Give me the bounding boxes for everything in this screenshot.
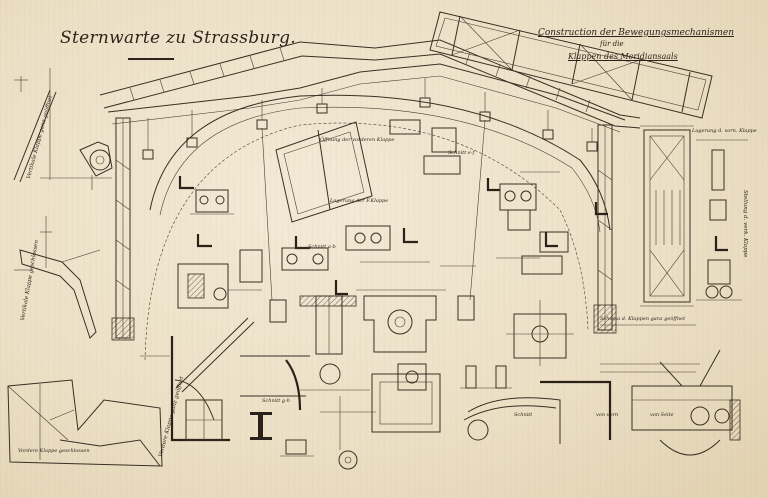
central-mechanisms [177,119,608,433]
subtitle-line-2: für die [600,40,624,48]
i-beam-section [250,396,376,470]
right-detail-column [696,139,748,301]
dimension-lines [140,171,560,391]
counterweights [142,78,598,160]
label-section-gh: Schnitt g-h [262,398,290,404]
roof-truss [99,39,641,361]
subtitle-line-1: Construction der Bewegungsmechanismen [538,28,735,38]
sheet-title: Sternwarte zu Strassburg. [60,28,296,48]
label-section-ab: Schnitt a-b [308,244,336,250]
label-front-view: von vorn [596,412,619,418]
label-scale-note: Schema d. Klappen ganz geöffnet [600,316,686,322]
label-front-closed: Vordere Klappe geschlossen [18,448,90,454]
label-front-view-side: von Seite [650,412,674,418]
label-section-bottom: Schnitt [514,412,533,418]
subtitle-line-3: Klappen des Meridiansaals [568,52,678,61]
left-details [7,68,163,467]
label-bearing-front: Lagerung der F.Klappe [330,198,389,204]
label-right-vertical: Stellung d. verk. Klappe [742,190,748,258]
hatch-panel-right [600,125,696,326]
label-bearing-front-small: Lagerung d. vorn. Klappe [692,128,757,134]
label-opening-front: Öffnung der vorderen Klappe [320,137,395,143]
box-truss-top-right [429,11,713,119]
label-section-ef: Schnitt e-f [448,150,475,156]
lower-left-bracket [170,317,310,442]
bottom-right-assembly [463,349,741,456]
title-underline [128,58,174,60]
